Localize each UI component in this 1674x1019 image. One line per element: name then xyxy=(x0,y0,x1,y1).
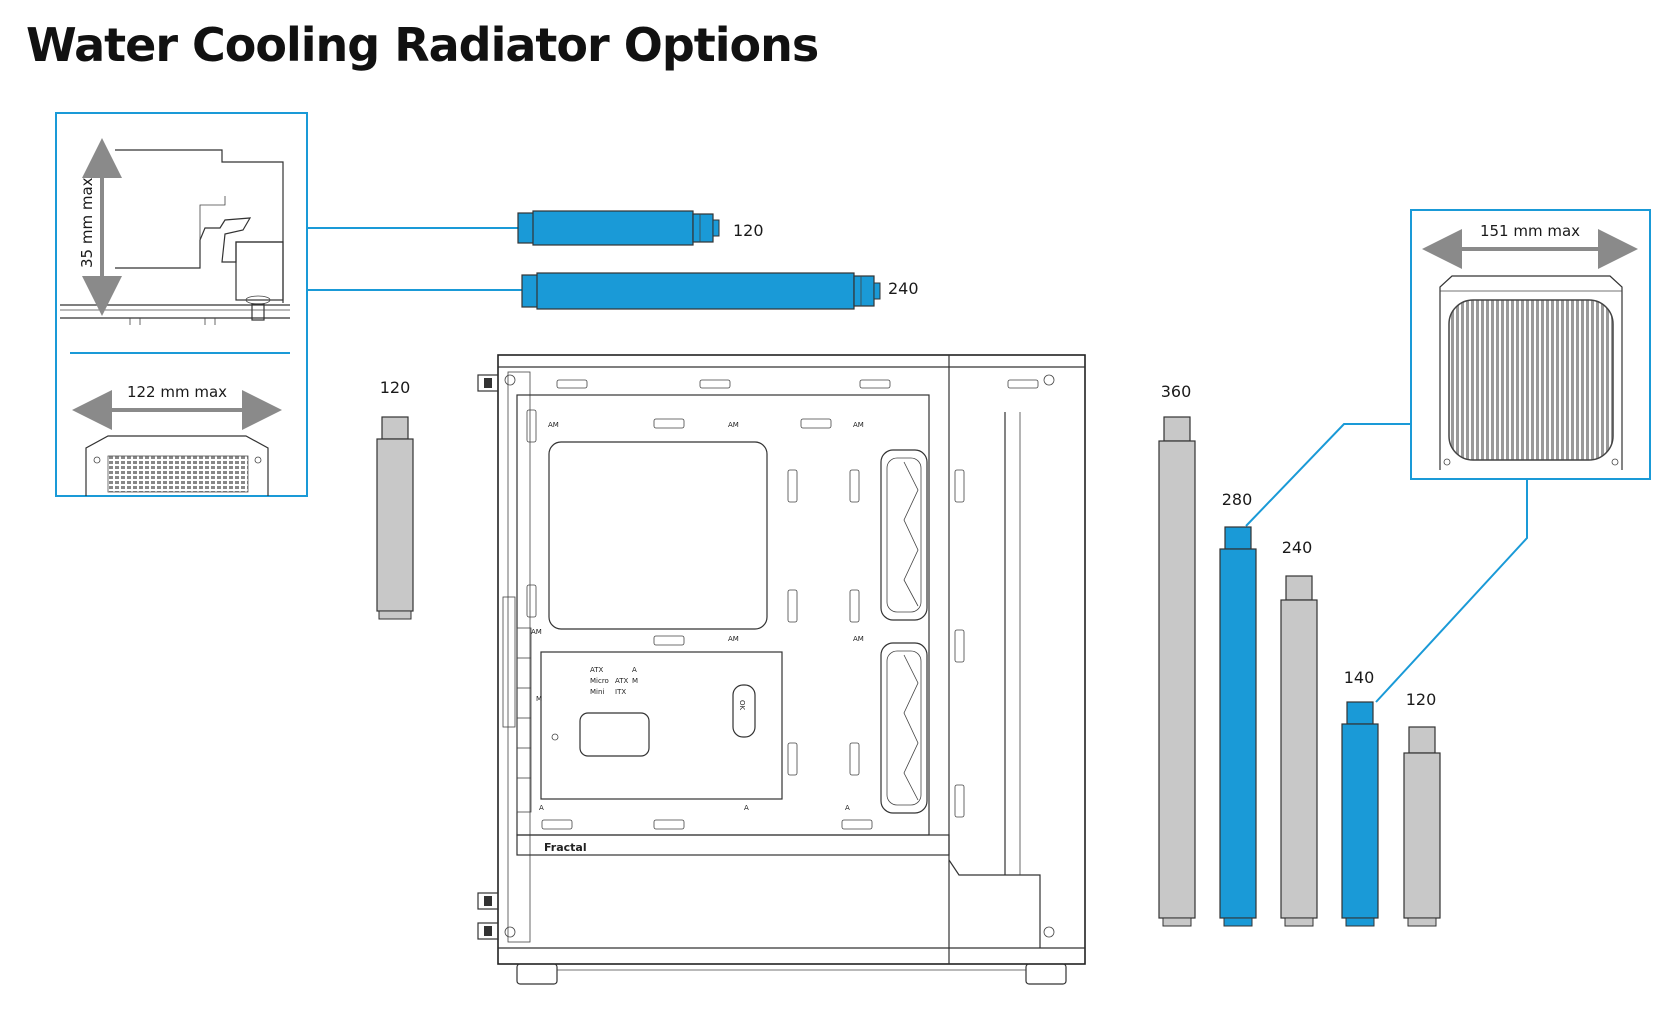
front-radiator-120-label: 120 xyxy=(1406,690,1437,709)
page-title: Water Cooling Radiator Options xyxy=(26,18,819,72)
standoff-am-2: AM xyxy=(728,421,739,429)
front-width-label: 151 mm max xyxy=(1480,222,1580,240)
top-radiator-240-label: 240 xyxy=(888,279,919,298)
rear-thumbscrews xyxy=(477,374,499,940)
callout-leader-front-280 xyxy=(1245,423,1411,527)
ok-mark: OK xyxy=(738,700,746,711)
cable-management-slots xyxy=(526,379,1039,830)
cpu-cutout xyxy=(548,441,768,630)
top-radiator-end-view xyxy=(85,435,269,496)
front-radiator-280-label: 280 xyxy=(1222,490,1253,509)
fan-bracket-upper xyxy=(880,449,928,621)
fan-bracket-lower xyxy=(880,642,928,814)
rear-radiator-120-label: 120 xyxy=(380,378,411,397)
mark-atx-2: ATX xyxy=(615,677,629,685)
mark-a: A xyxy=(632,666,637,674)
standoff-a-3: A xyxy=(845,804,850,812)
standoff-a-2: A xyxy=(744,804,749,812)
top-clearance-callout: 35 mm max 122 mm max xyxy=(55,112,308,497)
top-width-label: 122 mm max xyxy=(127,383,227,401)
front-radiator-240 xyxy=(1280,575,1318,927)
brand-logo: Fractal xyxy=(544,841,587,854)
mark-atx-1: ATX xyxy=(590,666,604,674)
front-radiators: 360 280 240 140 120 xyxy=(1158,382,1441,927)
psu-shroud xyxy=(516,834,950,856)
front-radiator-280 xyxy=(1219,526,1257,927)
standoff-am-6: AM xyxy=(531,628,542,636)
standoff-am-1: AM xyxy=(548,421,559,429)
mark-micro: Micro xyxy=(590,677,609,685)
mark-itx: ITX xyxy=(615,688,626,696)
standoff-am-5: AM xyxy=(853,635,864,643)
standoff-am-4: AM xyxy=(728,635,739,643)
front-clearance-callout: 151 mm max xyxy=(1410,209,1651,480)
front-callout-frame xyxy=(1410,209,1651,480)
top-radiator-240 xyxy=(521,272,881,310)
front-radiator-240-label: 240 xyxy=(1282,538,1313,557)
pc-case-drawing: OK ATX Micro Mini ATX ITX A M AM AM AM A… xyxy=(477,354,1086,985)
front-radiator-120 xyxy=(1403,726,1441,927)
mark-m: M xyxy=(632,677,638,685)
top-radiator-120 xyxy=(517,210,720,246)
standoff-a-1: A xyxy=(539,804,544,812)
front-radiator-face-view xyxy=(1439,275,1623,470)
callout-leader-front-140 xyxy=(1375,479,1528,703)
front-radiator-360 xyxy=(1158,416,1196,927)
case-feet xyxy=(516,963,1067,985)
height-clearance-label: 35 mm max xyxy=(78,177,96,268)
mark-mini: Mini xyxy=(590,688,604,696)
front-radiator-360-label: 360 xyxy=(1161,382,1192,401)
psu-shroud-plate xyxy=(540,651,783,800)
rear-radiator-120 xyxy=(376,416,414,620)
front-radiator-140-label: 140 xyxy=(1344,668,1375,687)
top-radiator-120-label: 120 xyxy=(733,221,764,240)
standoff-am-3: AM xyxy=(853,421,864,429)
expansion-slots xyxy=(516,627,532,813)
top-callout-frame xyxy=(55,112,308,497)
front-radiator-140 xyxy=(1341,701,1379,927)
standoff-m: M xyxy=(536,695,542,703)
